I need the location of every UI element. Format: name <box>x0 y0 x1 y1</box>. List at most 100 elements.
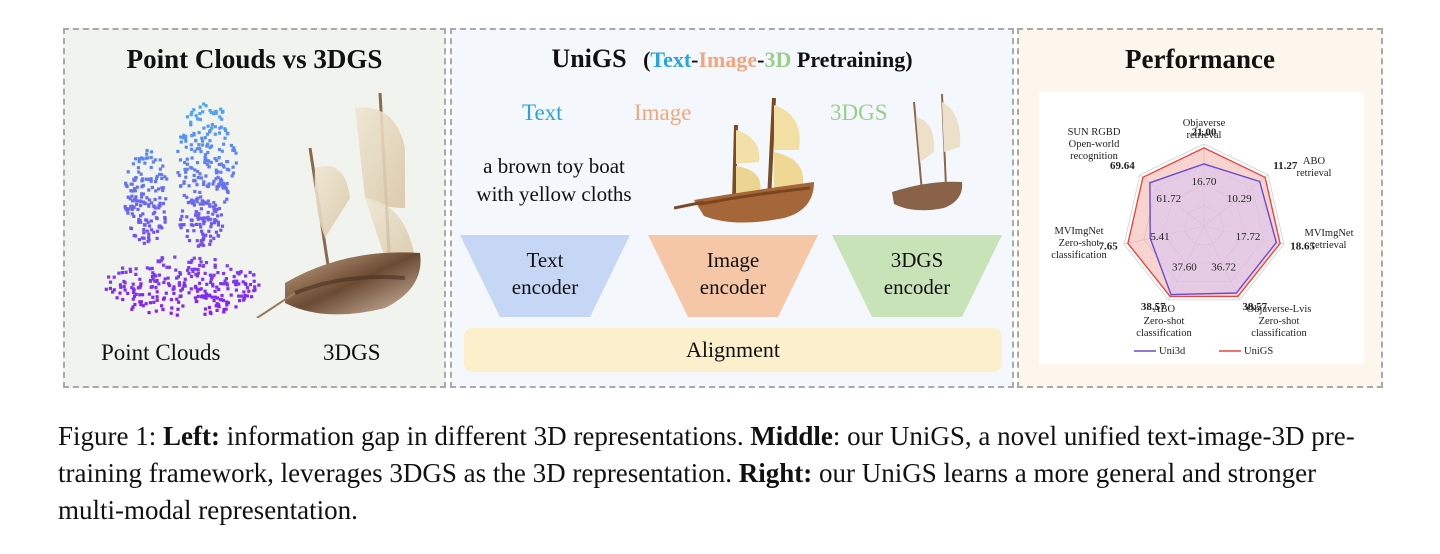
point-cloud-dot <box>226 301 230 305</box>
point-cloud-dot <box>147 177 151 181</box>
point-cloud-dot <box>144 156 148 160</box>
title-text-word: Text <box>650 47 692 72</box>
point-cloud-dot <box>161 164 165 168</box>
point-cloud-dot <box>171 287 175 291</box>
point-cloud-dot <box>156 260 160 264</box>
point-cloud-dot <box>213 289 217 293</box>
point-cloud-dot <box>182 223 186 227</box>
point-cloud-dot <box>194 138 198 143</box>
point-cloud-dot <box>134 267 138 271</box>
point-cloud-dot <box>137 286 141 290</box>
point-cloud-dot <box>139 204 143 208</box>
point-cloud-dot <box>179 294 183 298</box>
point-cloud-dot <box>149 177 153 181</box>
point-cloud-dot <box>132 187 137 191</box>
radar-axis-label: MVImgNet <box>1055 226 1104 237</box>
point-cloud-dot <box>204 174 208 178</box>
point-cloud-dot <box>212 179 216 183</box>
point-cloud-dot <box>147 198 151 202</box>
point-cloud-dot <box>131 297 135 301</box>
modality-image-label: Image <box>634 100 692 125</box>
point-cloud-dot <box>209 239 213 243</box>
point-cloud-dot <box>210 123 214 127</box>
point-cloud-dot <box>157 224 161 228</box>
point-cloud-dot <box>216 214 220 218</box>
point-cloud-dot <box>189 113 193 117</box>
point-cloud-dot <box>207 182 211 186</box>
point-cloud-dot <box>199 150 203 154</box>
point-cloud-dot <box>205 132 210 136</box>
modality-text-label: Text <box>522 100 563 125</box>
point-cloud-dot <box>201 277 205 281</box>
point-cloud-dot <box>206 215 210 219</box>
point-cloud-dot <box>160 173 164 177</box>
point-cloud-dot <box>209 110 213 115</box>
point-cloud-dot <box>162 297 166 301</box>
radar-grid-ring <box>1123 143 1285 301</box>
point-cloud-dot <box>208 273 212 277</box>
point-cloud-dot <box>204 233 208 237</box>
point-cloud-dot <box>124 181 128 185</box>
point-cloud-dot <box>224 307 228 311</box>
point-cloud-dot <box>161 201 165 206</box>
point-cloud-dot <box>140 195 144 199</box>
point-cloud-dot <box>189 143 193 147</box>
point-cloud-dot <box>203 289 207 293</box>
point-cloud-dot <box>219 213 223 217</box>
point-cloud-dot <box>215 207 219 211</box>
point-cloud-dot <box>218 126 222 130</box>
point-cloud-dot <box>152 300 156 304</box>
point-cloud-dot <box>152 204 156 208</box>
point-cloud-dot <box>183 277 187 281</box>
title-unigs: UniGS <box>551 44 627 73</box>
point-cloud-dot <box>225 300 229 304</box>
point-cloud-dot <box>125 208 129 212</box>
point-cloud-dot <box>142 228 146 232</box>
point-cloud-dot <box>107 275 111 279</box>
point-cloud-dot <box>224 277 228 281</box>
point-cloud-dot <box>222 142 226 146</box>
point-cloud-dot <box>220 294 224 298</box>
point-cloud-dot <box>155 295 159 299</box>
point-cloud-dot <box>199 239 203 243</box>
point-cloud-dot <box>201 237 206 241</box>
title-dash-1: - <box>691 47 699 72</box>
point-cloud-dot <box>132 214 136 218</box>
point-cloud-dot <box>123 204 127 209</box>
point-cloud-dot <box>124 270 128 274</box>
point-cloud-dot <box>216 234 221 238</box>
point-cloud-dot <box>191 269 195 274</box>
point-cloud-dot <box>252 279 256 283</box>
point-cloud-dot <box>177 173 182 177</box>
text-encoder-label-1: Text <box>526 248 564 272</box>
point-cloud-dot <box>139 300 143 304</box>
point-cloud-dot <box>196 294 200 298</box>
radar-axis-label: Zero-shot <box>1259 316 1300 327</box>
toy-boat-image <box>674 97 814 223</box>
point-cloud-dot <box>219 170 223 174</box>
legend-uni3d-label: Uni3d <box>1159 346 1186 357</box>
point-cloud-dot <box>190 267 194 271</box>
radar-value-uni3d: 61.72 <box>1156 193 1181 205</box>
point-cloud-dot <box>138 277 142 281</box>
point-cloud-dot <box>208 294 212 298</box>
point-cloud-dot <box>124 207 128 211</box>
text-encoder-label-2: encoder <box>511 275 579 299</box>
point-cloud-dot <box>201 202 205 206</box>
point-cloud-dot <box>189 123 193 127</box>
radar-value-uni3d: 37.60 <box>1172 262 1197 274</box>
point-cloud-dot <box>201 232 205 236</box>
point-cloud-dot <box>203 136 207 140</box>
point-cloud-dot <box>192 203 196 207</box>
point-cloud-dot <box>160 304 164 308</box>
point-cloud-dot <box>162 280 166 285</box>
point-cloud-dot <box>188 200 193 204</box>
point-cloud-dot <box>197 131 201 135</box>
point-cloud-dot <box>225 160 229 164</box>
radar-value-unigs: 38.57 <box>1242 301 1267 313</box>
point-cloud-dot <box>196 217 200 221</box>
point-cloud-dot <box>187 266 191 270</box>
point-cloud-dot <box>153 206 157 210</box>
point-cloud-dot <box>160 176 164 181</box>
point-cloud-dot <box>194 222 198 226</box>
